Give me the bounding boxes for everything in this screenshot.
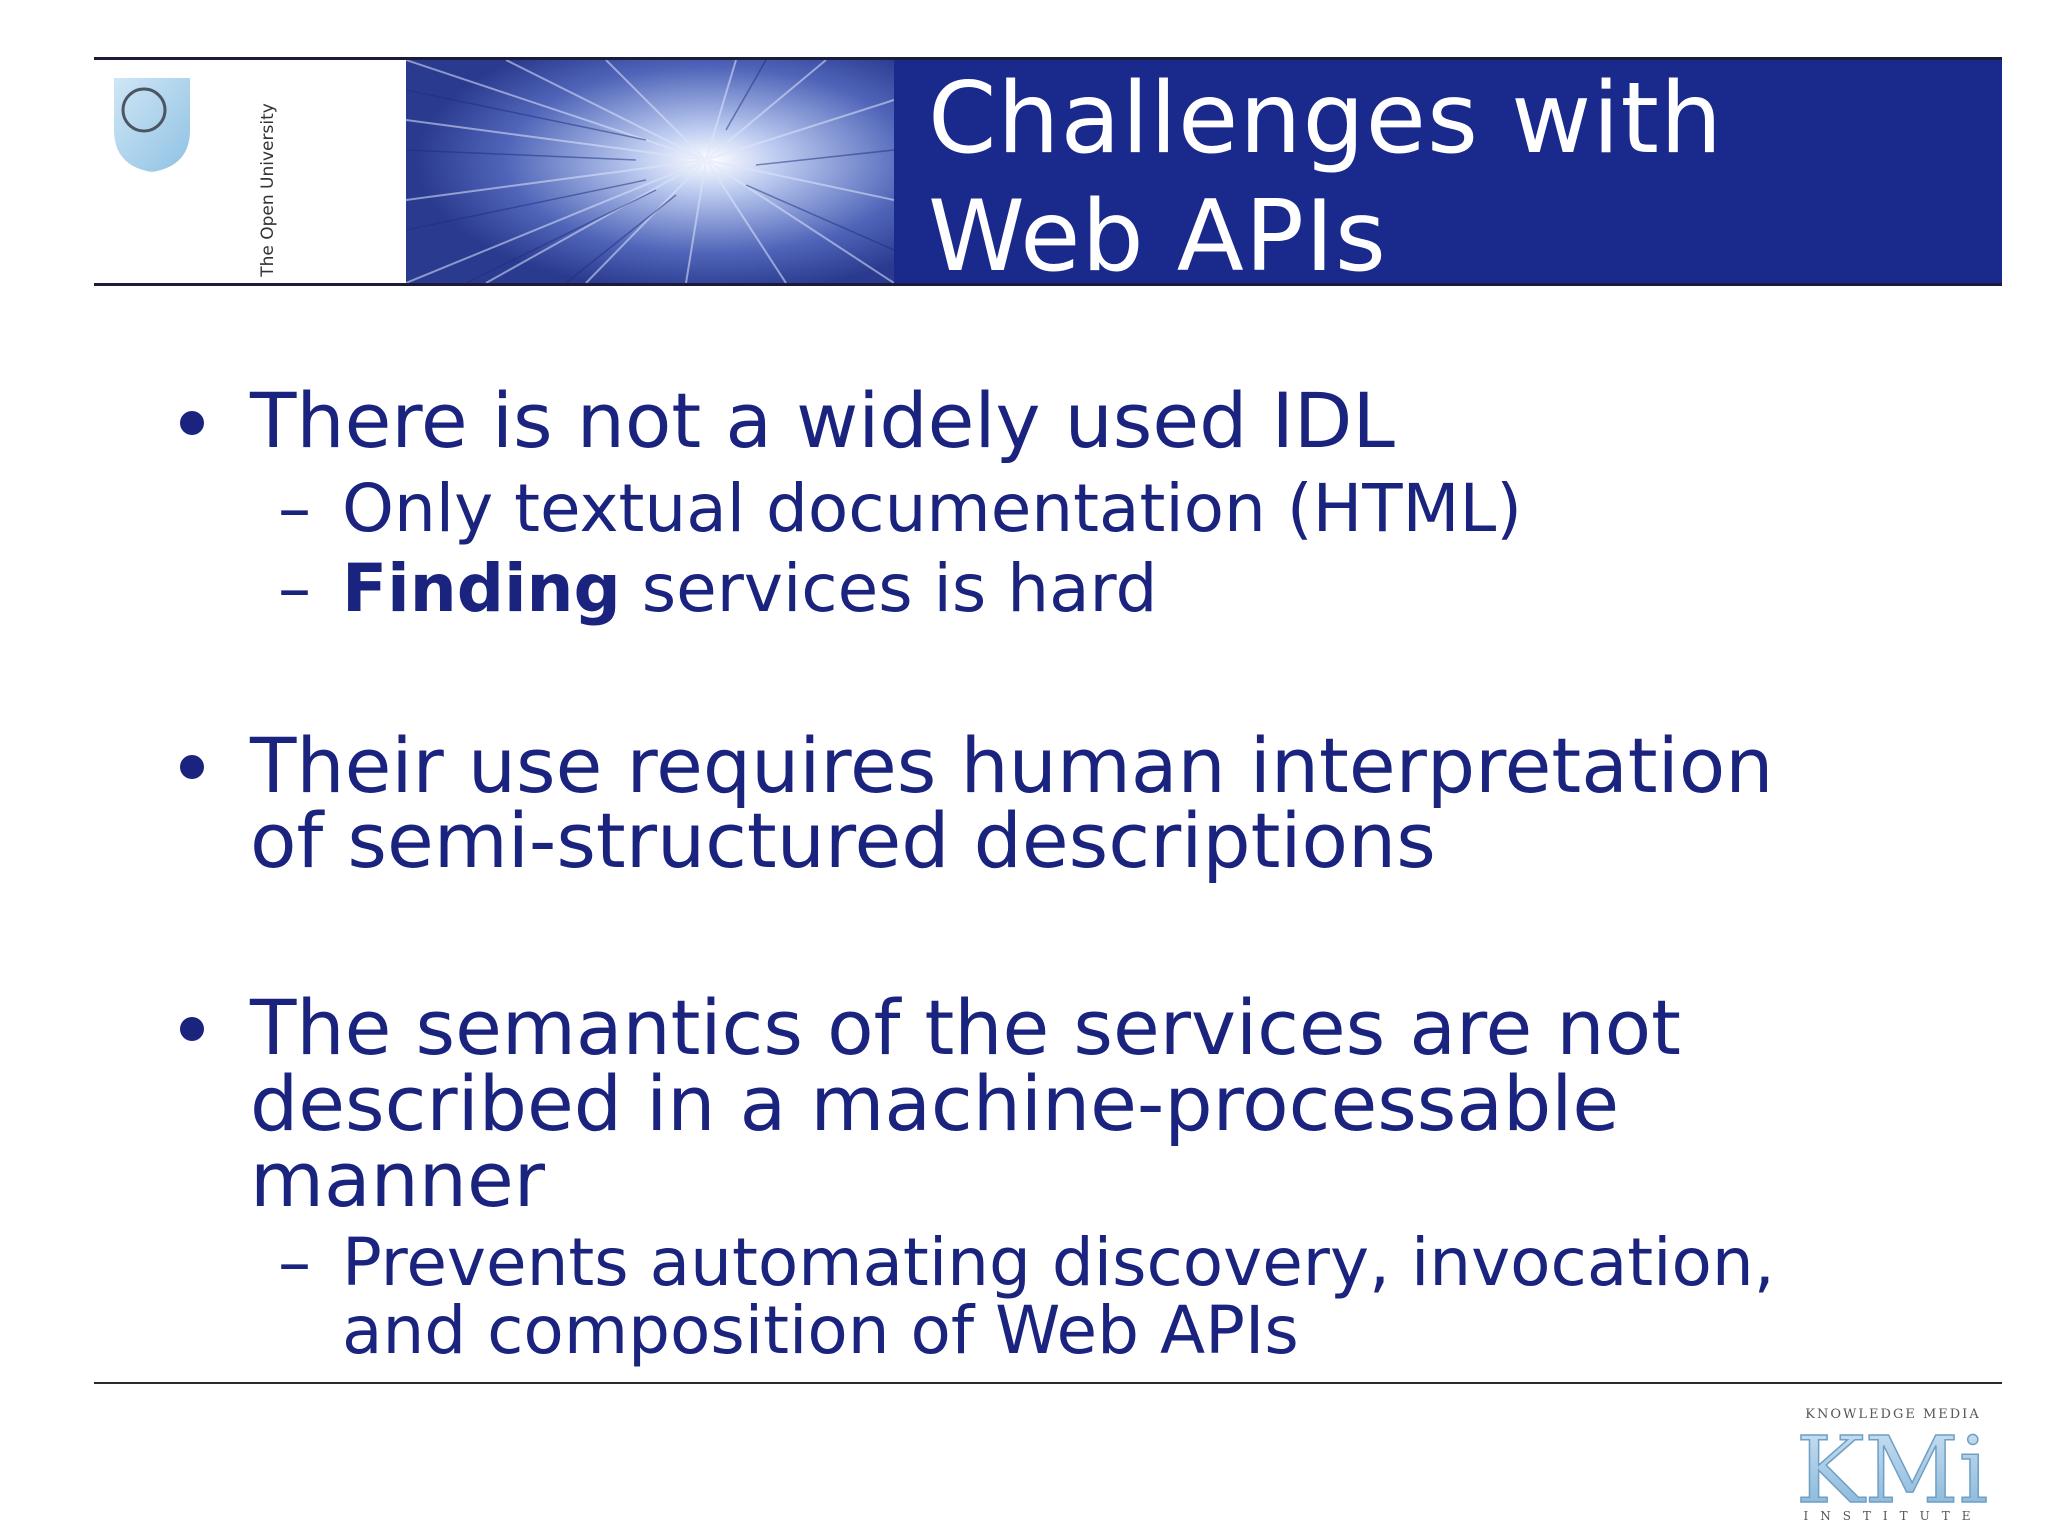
bullet-1-text: There is not a widely used IDL: [250, 376, 1395, 465]
kmi-main-text: KMi: [1796, 1417, 1988, 1522]
bullet-2-line-1: Their use requires human interpretation: [250, 721, 1774, 810]
dash-icon: –: [278, 1224, 311, 1301]
bullet-1-sub-2-rest: services is hard: [620, 550, 1158, 627]
kmi-logo: KNOWLEDGE MEDIA KMi INSTITUTE: [1795, 1407, 1989, 1522]
kmi-top-text: KNOWLEDGE MEDIA: [1805, 1407, 1980, 1422]
kmi-bottom-text: INSTITUTE: [1803, 1509, 1982, 1522]
bullet-3-sub-1-line-1: Prevents automating discovery, invocatio…: [342, 1224, 1775, 1301]
bullet-3-sub-1-line-2: and composition of Web APIs: [342, 1292, 1299, 1369]
open-university-logo: The Open University: [94, 60, 406, 283]
ou-shield-icon: [114, 78, 190, 172]
dash-icon: –: [278, 550, 311, 627]
bullet-icon: [180, 1017, 204, 1041]
emphasis-finding: Finding: [342, 550, 621, 627]
title-line-2: Web APIs: [928, 180, 1387, 294]
header-top-rule: [94, 57, 2002, 60]
header-building-photo: [406, 60, 894, 283]
bullet-2-line-2: of semi-structured descriptions: [250, 796, 1436, 885]
header-bottom-rule: [94, 283, 2002, 286]
bullet-1-sub-1: Only textual documentation (HTML): [342, 470, 1523, 547]
slide-header: The Open University: [94, 57, 2002, 294]
footer-rule: [94, 1382, 2002, 1384]
dash-icon: –: [278, 470, 311, 547]
bullet-3-line-3: manner: [250, 1135, 545, 1224]
slide-title: Challenges with Web APIs: [928, 60, 1723, 296]
skyscraper-image: [406, 60, 894, 283]
bullet-icon: [180, 755, 204, 779]
title-line-1: Challenges with: [928, 62, 1724, 176]
title-band: Challenges with Web APIs: [894, 60, 2002, 294]
bullet-1-sub-2: Finding services is hard: [342, 556, 1157, 622]
bullet-3-line-1: The semantics of the services are not: [250, 983, 1681, 1072]
bullet-3-line-2: described in a machine-processable: [250, 1059, 1620, 1148]
bullet-icon: [180, 411, 204, 435]
